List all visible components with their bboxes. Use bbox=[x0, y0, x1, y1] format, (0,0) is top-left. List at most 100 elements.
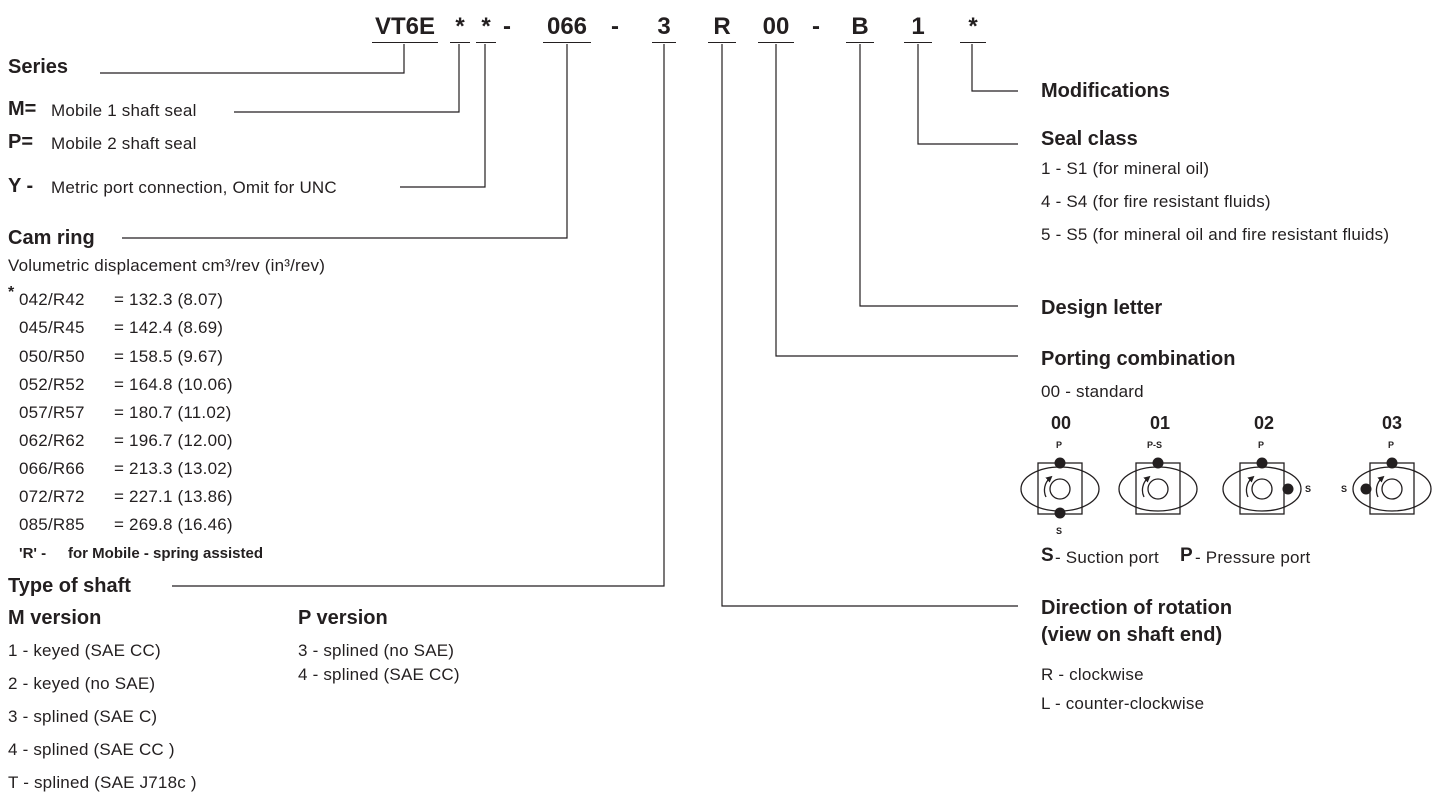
design-letter-title: Design letter bbox=[1041, 297, 1163, 319]
shaft-m-title: M version bbox=[8, 607, 102, 629]
cam-ring-title: Cam ring bbox=[8, 227, 95, 249]
seal-class-item: 1 - S1 (for mineral oil) bbox=[1041, 159, 1210, 178]
code-design: B bbox=[851, 13, 869, 40]
code-porting: 00 bbox=[762, 13, 790, 40]
shaft-type-connector bbox=[172, 44, 665, 587]
seal-p-key: P= bbox=[8, 131, 34, 153]
cam-ring-value: = 269.8 (16.46) bbox=[114, 515, 233, 534]
rotation-item: L - counter-clockwise bbox=[1041, 694, 1205, 713]
porting-label-03: 03 bbox=[1381, 413, 1403, 433]
rotation-title: Direction of rotation bbox=[1041, 597, 1233, 619]
code-underline bbox=[708, 42, 736, 43]
shaft-p-title: P version bbox=[298, 607, 388, 629]
porting-label-00: 00 bbox=[1050, 413, 1072, 433]
code-underline bbox=[450, 42, 470, 43]
porting-diagram-00 bbox=[1020, 457, 1100, 519]
cam-ring-connector bbox=[122, 44, 568, 239]
cam-ring-code: 066/R66 bbox=[19, 459, 85, 478]
seal-m-text: Mobile 1 shaft seal bbox=[51, 101, 197, 120]
code-seal: * bbox=[455, 13, 465, 40]
shaft-p-item: 4 - splined (SAE CC) bbox=[298, 665, 460, 684]
cam-ring-note-key: 'R' - bbox=[19, 545, 47, 562]
code-shaft: 3 bbox=[657, 13, 671, 40]
port-y-key: Y - bbox=[8, 175, 34, 197]
seal-class-item: 5 - S5 (for mineral oil and fire resista… bbox=[1041, 225, 1390, 244]
code-underline bbox=[372, 42, 438, 43]
porting-diagram-01 bbox=[1118, 457, 1198, 515]
code-dash: - bbox=[611, 13, 619, 40]
porting-diagrams bbox=[1020, 457, 1432, 519]
rotation-connector bbox=[721, 44, 1018, 607]
design-letter-connector bbox=[859, 44, 1018, 307]
shaft-m-item: 4 - splined (SAE CC ) bbox=[8, 740, 175, 759]
seal-class-connector bbox=[917, 44, 1018, 145]
shaft-title: Type of shaft bbox=[8, 575, 131, 597]
shaft-seal-connector bbox=[234, 44, 460, 113]
code-underline bbox=[543, 42, 591, 43]
modifications-title: Modifications bbox=[1041, 80, 1170, 102]
cam-ring-value: = 180.7 (11.02) bbox=[114, 403, 232, 422]
code-underline bbox=[476, 42, 496, 43]
rotation-item: R - clockwise bbox=[1041, 665, 1144, 684]
shaft-m-item: 2 - keyed (no SAE) bbox=[8, 674, 156, 693]
cam-ring-value: = 213.3 (13.02) bbox=[114, 459, 233, 478]
cam-ring-value: = 142.4 (8.69) bbox=[114, 318, 224, 337]
port-y-text: Metric port connection, Omit for UNC bbox=[51, 178, 337, 197]
code-series: VT6E bbox=[374, 13, 436, 40]
code-dash: - bbox=[503, 13, 511, 40]
legend-pressure-key: P bbox=[1180, 545, 1193, 566]
code-seal-class: 1 bbox=[911, 13, 925, 40]
port-label-top-03: P bbox=[1388, 440, 1395, 450]
porting-diagram-02 bbox=[1222, 457, 1302, 515]
port-label-bottom-00: S bbox=[1056, 526, 1063, 536]
cam-ring-code: 062/R62 bbox=[19, 431, 85, 450]
cam-ring-code: 072/R72 bbox=[19, 487, 85, 506]
modifications-connector bbox=[971, 44, 1018, 92]
porting-diagram-03 bbox=[1352, 457, 1432, 515]
legend-suction-key: S bbox=[1041, 545, 1054, 566]
cam-ring-code: 050/R50 bbox=[19, 347, 85, 366]
series-connector bbox=[100, 44, 405, 74]
port-label-side-03: S bbox=[1341, 484, 1348, 494]
cam-ring-value: = 158.5 (9.67) bbox=[114, 347, 224, 366]
port-connection-connector bbox=[400, 44, 486, 188]
seal-p-text: Mobile 2 shaft seal bbox=[51, 134, 197, 153]
porting-standard: 00 - standard bbox=[1041, 382, 1144, 401]
shaft-p-item: 3 - splined (no SAE) bbox=[298, 641, 455, 660]
code-dash: - bbox=[812, 13, 820, 40]
code-underline bbox=[652, 42, 676, 43]
legend-suction-text: - Suction port bbox=[1055, 548, 1159, 567]
cam-ring-code: 057/R57 bbox=[19, 403, 85, 422]
code-underline bbox=[846, 42, 874, 43]
code-underline bbox=[904, 42, 932, 43]
seal-class-title: Seal class bbox=[1041, 128, 1138, 150]
port-label-top-01: P-S bbox=[1147, 440, 1163, 450]
code-cam-ring: 066 bbox=[546, 13, 588, 40]
code-modifications: * bbox=[968, 13, 978, 40]
port-label-top-02: P bbox=[1258, 440, 1265, 450]
porting-title: Porting combination bbox=[1041, 348, 1236, 370]
port-label-top-00: P bbox=[1056, 440, 1063, 450]
cam-ring-note-text: for Mobile - spring assisted bbox=[68, 545, 264, 562]
porting-label-02: 02 bbox=[1253, 413, 1275, 433]
shaft-m-item: T - splined (SAE J718c ) bbox=[8, 773, 197, 792]
code-rotation: R bbox=[713, 13, 731, 40]
porting-label-01: 01 bbox=[1149, 413, 1171, 433]
cam-ring-code: 052/R52 bbox=[19, 375, 85, 394]
seal-m-key: M= bbox=[8, 98, 37, 120]
shaft-m-item: 3 - splined (SAE C) bbox=[8, 707, 158, 726]
code-underline bbox=[758, 42, 794, 43]
cam-ring-value: = 227.1 (13.86) bbox=[114, 487, 233, 506]
legend-pressure-text: - Pressure port bbox=[1195, 548, 1311, 567]
cam-ring-value: = 164.8 (10.06) bbox=[114, 375, 233, 394]
cam-ring-value: = 196.7 (12.00) bbox=[114, 431, 233, 450]
port-label-side-02: S bbox=[1305, 484, 1312, 494]
shaft-m-item: 1 - keyed (SAE CC) bbox=[8, 641, 161, 660]
cam-ring-code: 045/R45 bbox=[19, 318, 85, 337]
cam-ring-code: 085/R85 bbox=[19, 515, 85, 534]
cam-ring-star: * bbox=[8, 284, 15, 301]
rotation-subtitle: (view on shaft end) bbox=[1041, 624, 1223, 646]
cam-ring-subtitle: Volumetric displacement cm³/rev (in³/rev… bbox=[8, 256, 326, 275]
code-port: * bbox=[481, 13, 491, 40]
